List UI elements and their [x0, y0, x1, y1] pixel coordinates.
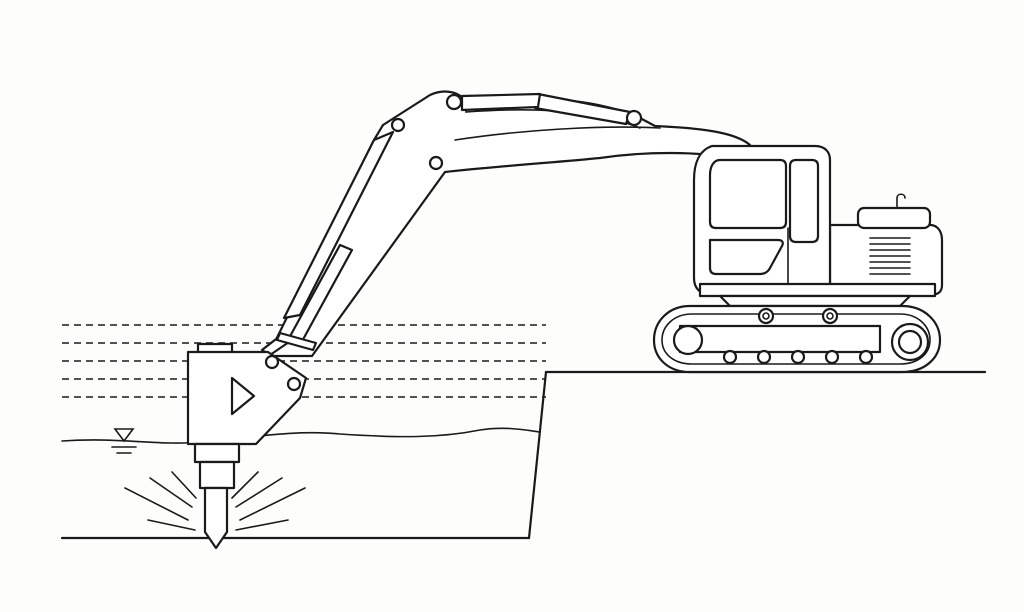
- pin-joint: [286, 376, 302, 392]
- hydraulic-breaker: [186, 342, 308, 550]
- linkage: [275, 331, 318, 352]
- cab-front-window: [708, 158, 788, 230]
- impact-lines: [124, 471, 306, 531]
- pin-joint: [428, 155, 444, 171]
- boom: [266, 90, 752, 358]
- arm-body: [282, 130, 395, 320]
- breaker-lower: [198, 460, 236, 490]
- breaker-collar: [193, 442, 241, 464]
- water-level-marker-icon: [111, 428, 137, 454]
- crawler-track-inner: [661, 313, 931, 365]
- track-frame-top: [718, 294, 912, 308]
- track-roller: [756, 349, 772, 365]
- upper-base: [698, 282, 937, 298]
- track-side-plate: [678, 324, 882, 354]
- chisel-tool: [203, 486, 229, 550]
- track-roller: [790, 349, 806, 365]
- track-roller: [722, 349, 738, 365]
- carrier-roller-hub: [826, 312, 834, 320]
- track-roller: [858, 349, 874, 365]
- pin-joint: [390, 117, 406, 133]
- track-roller: [824, 349, 840, 365]
- undercarriage: [652, 294, 942, 374]
- breaker-play-icon: [230, 376, 256, 416]
- boom-cylinder-rod: [460, 92, 542, 112]
- carrier-roller: [757, 307, 775, 325]
- engine-top: [856, 206, 932, 230]
- arm: [260, 130, 395, 357]
- idler-wheel: [672, 324, 704, 356]
- exhaust-pipe: [896, 193, 906, 209]
- excavator-upper: [692, 144, 944, 298]
- pin-joint: [625, 109, 643, 127]
- water-surface-line: [61, 427, 541, 444]
- drive-sprocket-hub: [897, 329, 923, 355]
- pin-joint: [264, 354, 280, 370]
- cab-door-window: [708, 238, 784, 276]
- carrier-roller-hub: [762, 312, 770, 320]
- engine-grille: [869, 237, 911, 275]
- pin-joint: [445, 93, 463, 111]
- pit-wall: [527, 370, 548, 540]
- carrier-roller: [821, 307, 839, 325]
- cab-side-window: [788, 158, 820, 244]
